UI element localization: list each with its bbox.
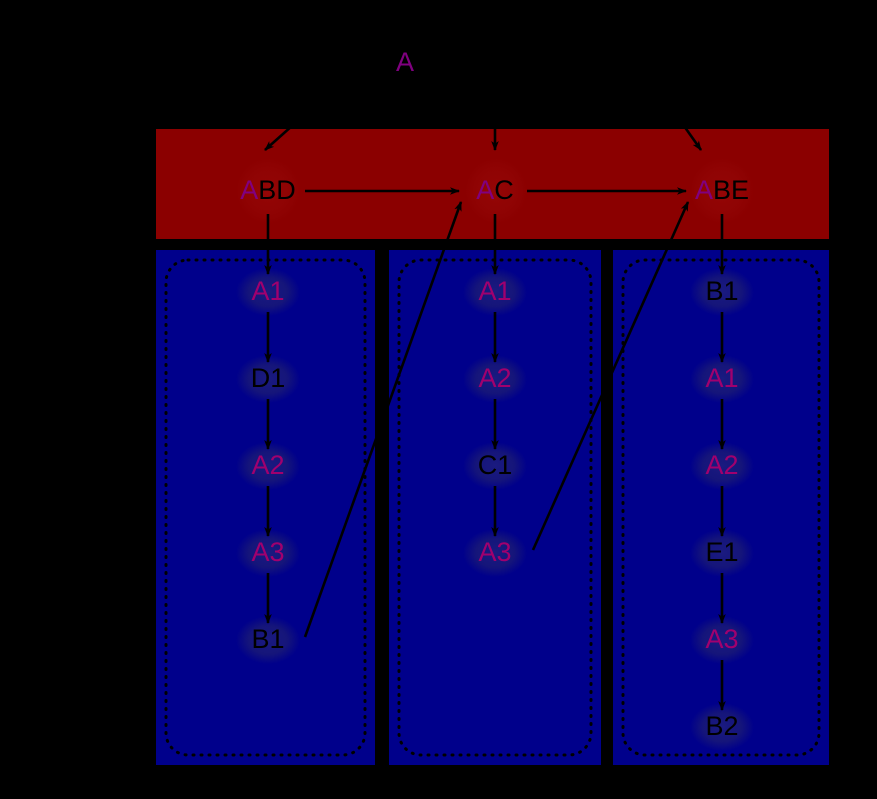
band-node-abe-suffix: BE <box>713 175 749 205</box>
band-node-halo-abe <box>690 158 754 224</box>
node-halo-mid-a3 <box>463 529 527 577</box>
node-left-b1-label[interactable]: B1 <box>251 624 284 654</box>
edge-a-to-abd <box>264 91 331 151</box>
node-left-a2-label[interactable]: A2 <box>251 450 284 480</box>
band-node-abe-prefix: A <box>695 175 713 205</box>
node-halo-right-a3 <box>690 616 754 664</box>
node-right-a3-label[interactable]: A3 <box>705 624 738 654</box>
node-halo-left-a3 <box>236 529 300 577</box>
node-right-b2-label[interactable]: B2 <box>705 711 738 741</box>
cluster-left-border <box>164 258 367 757</box>
band-node-abe-label[interactable]: ABE <box>695 175 749 205</box>
edge-layer <box>264 91 726 711</box>
cluster-layer <box>156 250 829 765</box>
node-mid-a1-label[interactable]: A1 <box>478 276 511 306</box>
node-halo-mid-a2 <box>463 355 527 403</box>
band-node-abd-suffix: BD <box>258 175 296 205</box>
node-mid-a2-label[interactable]: A2 <box>478 363 511 393</box>
node-right-e1-label[interactable]: E1 <box>705 537 738 567</box>
node-mid-c1-label[interactable]: C1 <box>478 450 513 480</box>
node-mid-a3-label[interactable]: A3 <box>478 537 511 567</box>
band-node-halo-abd <box>236 158 300 224</box>
node-halo-right-a2 <box>690 442 754 490</box>
node-halo-left-b1 <box>236 616 300 664</box>
node-halo-right-b1 <box>690 268 754 316</box>
node-halo-mid-a1 <box>463 268 527 316</box>
band-node-abd-prefix: A <box>240 175 258 205</box>
node-halo-right-e1 <box>690 529 754 577</box>
cluster-left-bg <box>156 250 375 765</box>
node-halo-left-a2 <box>236 442 300 490</box>
label-layer: A ABD AC ABE A1 D1 A2 A3 B1 A1 A2 C1 A3 … <box>240 47 749 741</box>
node-halo-left-a1 <box>236 268 300 316</box>
edge-a-to-abe <box>658 91 703 151</box>
root-node-a-label[interactable]: A <box>396 47 414 77</box>
node-halo-right-b2 <box>690 703 754 751</box>
band-node-ac-suffix: C <box>494 175 514 205</box>
edge-mida3-to-abe <box>531 201 690 551</box>
band-node-ac-prefix: A <box>476 175 494 205</box>
band-node-halo-ac <box>465 158 527 224</box>
node-right-a1-label[interactable]: A1 <box>705 363 738 393</box>
band-node-abd-label[interactable]: ABD <box>240 175 296 205</box>
band-node-ac-label[interactable]: AC <box>476 175 514 205</box>
edge-leftb1-to-ac <box>303 201 463 638</box>
node-right-b1-label[interactable]: B1 <box>705 276 738 306</box>
node-halo-mid-c1 <box>463 442 527 490</box>
node-right-a2-label[interactable]: A2 <box>705 450 738 480</box>
node-left-a1-label[interactable]: A1 <box>251 276 284 306</box>
node-halo-right-a1 <box>690 355 754 403</box>
node-halo-layer <box>236 268 754 751</box>
node-left-d1-label[interactable]: D1 <box>251 363 286 393</box>
node-halo-left-d1 <box>236 355 300 403</box>
node-left-a3-label[interactable]: A3 <box>251 537 284 567</box>
